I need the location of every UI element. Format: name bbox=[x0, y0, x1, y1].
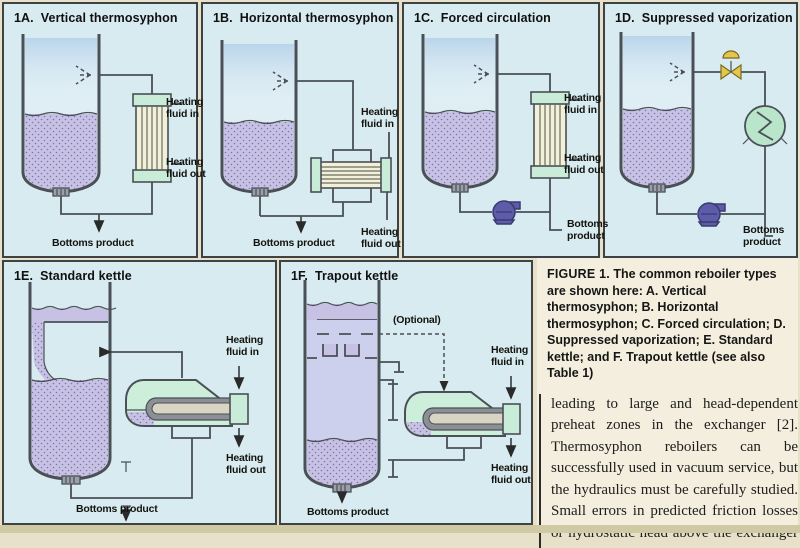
bottoms-product-label: Bottoms product bbox=[253, 237, 335, 249]
panel-title-text: Suppressed vaporization bbox=[641, 11, 793, 25]
panel-id: 1A. bbox=[14, 11, 34, 25]
vertical-thermosyphon-diagram bbox=[21, 34, 182, 233]
panel-title-text: Horizontal thermosyphon bbox=[239, 11, 394, 25]
panel-id: 1E. bbox=[14, 269, 34, 283]
panel-title: 1E. Standard kettle bbox=[14, 269, 132, 283]
heating-fluid-in-label: Heating fluid in bbox=[226, 334, 264, 358]
bottoms-product-label: Bottoms product bbox=[76, 503, 158, 515]
figure-caption: FIGURE 1. The common reboiler types are … bbox=[537, 258, 798, 382]
figure-caption-text: The common reboiler types are shown here… bbox=[547, 267, 786, 380]
horizontal-thermosyphon-diagram bbox=[220, 40, 392, 234]
heating-fluid-out-label: Heating fluid out bbox=[491, 462, 531, 486]
figure-caption-lead: FIGURE 1. bbox=[547, 267, 610, 281]
panel-title-text: Vertical thermosyphon bbox=[40, 11, 178, 25]
heating-fluid-out-label: Heating fluid out bbox=[361, 226, 401, 250]
heating-fluid-in-label: Heating fluid in bbox=[564, 92, 602, 116]
panel-title: 1A. Vertical thermosyphon bbox=[14, 11, 178, 25]
heating-fluid-out-label: Heating fluid out bbox=[226, 452, 266, 476]
panel-title-text: Standard kettle bbox=[40, 269, 132, 283]
bottoms-product-label: Bottoms product bbox=[567, 218, 609, 242]
panel-suppressed-vaporization: 1D. Suppressed vaporization bbox=[603, 2, 798, 258]
heating-fluid-in-label: Heating fluid in bbox=[166, 96, 204, 120]
optional-label: (Optional) bbox=[393, 314, 441, 326]
panel-title-text: Forced circulation bbox=[440, 11, 551, 25]
heating-fluid-out-label: Heating fluid out bbox=[166, 156, 206, 180]
bottoms-product-label: Bottoms product bbox=[307, 506, 389, 518]
panel-id: 1F. bbox=[291, 269, 308, 283]
panel-title: 1C. Forced circulation bbox=[414, 11, 551, 25]
forced-circulation-diagram bbox=[421, 34, 580, 231]
page-bottom-strip bbox=[0, 525, 800, 533]
panel-title-text: Trapout kettle bbox=[314, 269, 399, 283]
panel-standard-kettle: 1E. Standard kettle bbox=[2, 260, 277, 525]
panel-id: 1C. bbox=[414, 11, 434, 25]
heating-fluid-out-label: Heating fluid out bbox=[564, 152, 604, 176]
panel-id: 1D. bbox=[615, 11, 635, 25]
bottoms-product-label: Bottoms product bbox=[743, 224, 785, 248]
panel-horizontal-thermosyphon: 1B. Horizontal thermosyphon bbox=[201, 2, 401, 258]
panel-title: 1B. Horizontal thermosyphon bbox=[213, 11, 393, 25]
suppressed-vaporization-diagram bbox=[619, 32, 788, 237]
panel-id: 1B. bbox=[213, 11, 233, 25]
text-column: FIGURE 1. The common reboiler types are … bbox=[537, 258, 798, 548]
panel-title: 1D. Suppressed vaporization bbox=[615, 11, 793, 25]
standard-kettle-diagram bbox=[28, 282, 249, 522]
panel-title: 1F. Trapout kettle bbox=[291, 269, 398, 283]
heating-fluid-in-label: Heating fluid in bbox=[491, 344, 529, 368]
panel-trapout-kettle: 1F. Trapout kettle bbox=[279, 260, 533, 525]
trapout-kettle-diagram bbox=[303, 280, 521, 504]
heating-fluid-in-label: Heating fluid in bbox=[361, 106, 399, 130]
panel-vertical-thermosyphon: 1A. Vertical thermosyphon bbox=[2, 2, 206, 258]
bottoms-product-label: Bottoms product bbox=[52, 237, 134, 249]
panel-forced-circulation: 1C. Forced circulation bbox=[402, 2, 608, 258]
